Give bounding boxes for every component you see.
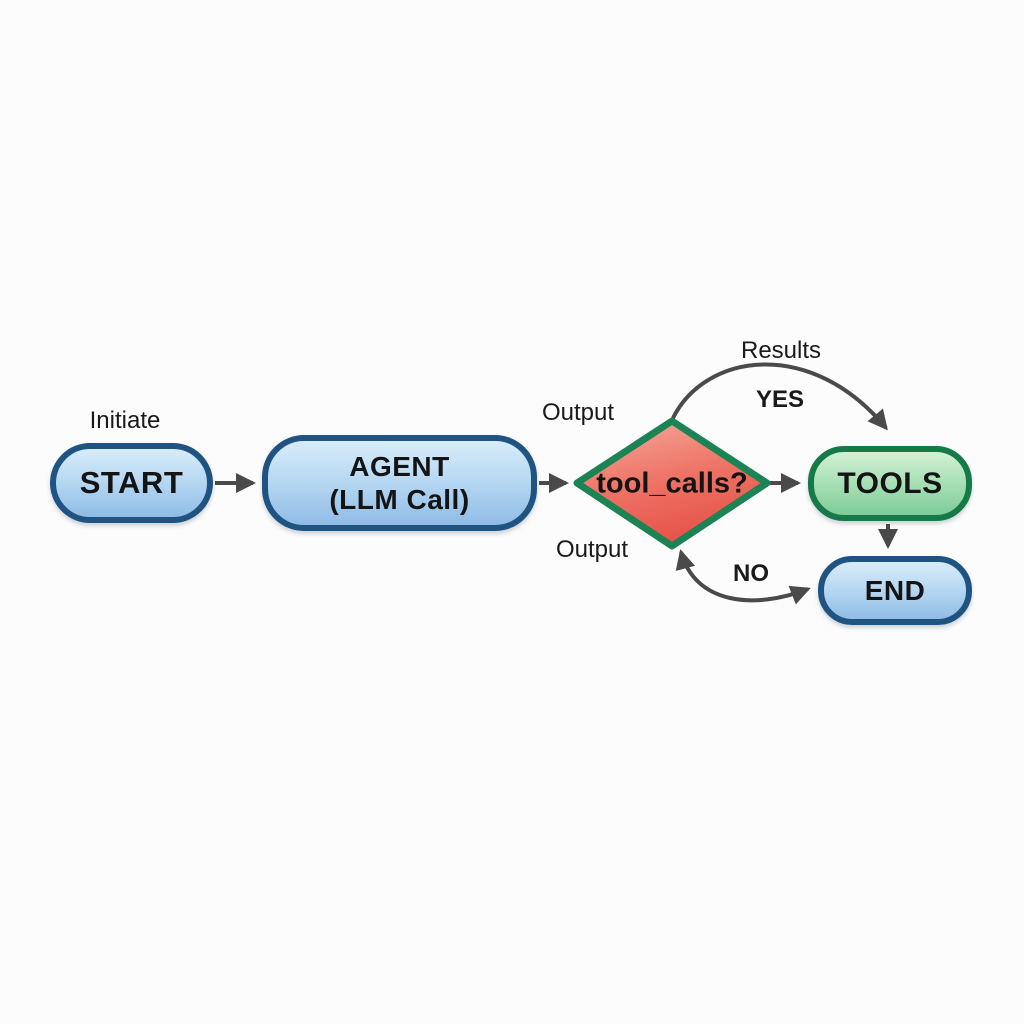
tools-node-label: TOOLS [837,466,943,500]
end-node-label: END [864,574,926,606]
decision-diamond-shape [573,417,771,550]
agent-node-label-line1: AGENT [349,450,450,482]
edge-decision-end-no-curve [675,549,811,605]
edge-label-output-top: Output [541,399,615,426]
edge-label-results: Results [740,337,822,364]
edge-label-initiate: Initiate [89,407,161,434]
agent-node: AGENT (LLM Call) [262,435,537,531]
edge-label-yes: YES [755,386,805,413]
edge-label-output-bottom: Output [555,536,629,563]
edge-decision-to-tools-results-curve [671,362,888,431]
start-node: START [50,443,213,523]
edge-label-no: NO [733,560,769,587]
agent-node-label-line2: (LLM Call) [329,484,470,515]
tools-node: TOOLS [808,446,972,521]
end-node: END [818,556,972,625]
decision-node-label: tool_calls? [596,467,748,500]
start-node-label: START [79,465,184,500]
